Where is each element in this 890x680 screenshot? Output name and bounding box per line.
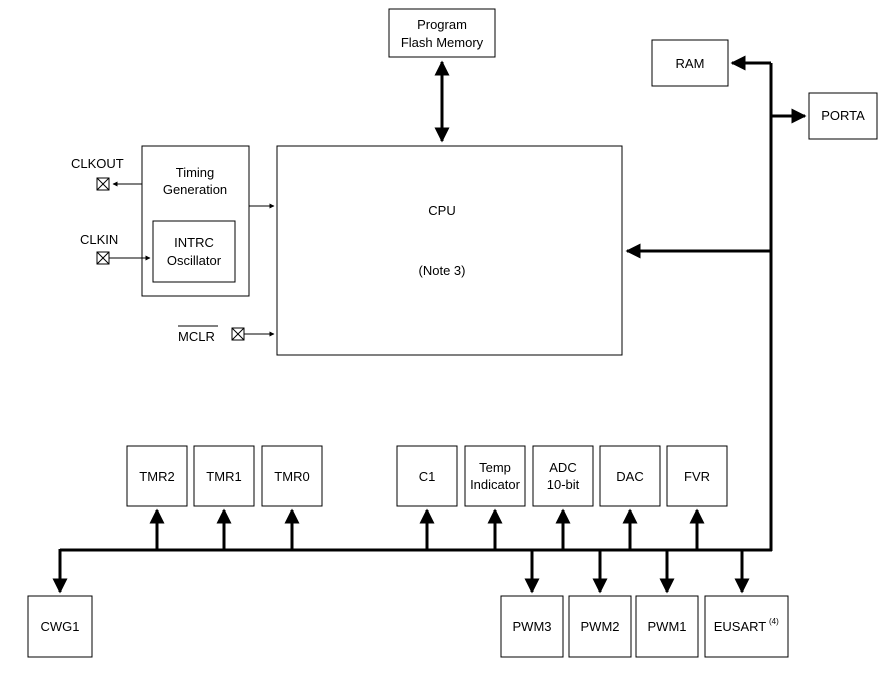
clkin-pin-icon [96, 251, 110, 265]
eusart-block: EUSART (4) [704, 595, 789, 658]
pwm2-label: PWM2 [581, 619, 620, 634]
intrc-label-2: Oscillator [167, 253, 222, 268]
pwm3-block: PWM3 [500, 595, 564, 658]
pwm2-block: PWM2 [568, 595, 632, 658]
tmr1-block: TMR1 [193, 445, 255, 507]
intrc-label-1: INTRC [174, 235, 214, 250]
clkin-pin-label: CLKIN [80, 232, 118, 247]
timing-label-2: Generation [163, 182, 227, 197]
temp-label-1: Temp [479, 460, 511, 475]
c1-label: C1 [419, 469, 436, 484]
pwm1-block: PWM1 [635, 595, 699, 658]
tmr0-label: TMR0 [274, 469, 309, 484]
timing-label-1: Timing [176, 165, 215, 180]
dac-label: DAC [616, 469, 643, 484]
temp-label-2: Indicator [470, 477, 521, 492]
pwm1-label: PWM1 [648, 619, 687, 634]
cpu-block: CPU (Note 3) [276, 145, 623, 356]
fvr-label: FVR [684, 469, 710, 484]
pwm3-label: PWM3 [513, 619, 552, 634]
cwg1-block: CWG1 [27, 595, 93, 658]
adc-label-2: 10-bit [547, 477, 580, 492]
fvr-block: FVR [666, 445, 728, 507]
tmr2-label: TMR2 [139, 469, 174, 484]
ram-block: RAM [651, 39, 729, 87]
cpu-label: CPU [428, 203, 455, 218]
eusart-label: EUSART [714, 619, 767, 634]
eusart-footnote: (4) [769, 617, 779, 626]
program-flash-label-2: Flash Memory [401, 35, 484, 50]
adc-label-1: ADC [549, 460, 576, 475]
ram-label: RAM [676, 56, 705, 71]
porta-block: PORTA [808, 92, 878, 140]
mclr-pin-label: MCLR [178, 329, 215, 344]
program-flash-memory-block: Program Flash Memory [388, 8, 496, 58]
mclr-pin-icon [231, 327, 245, 341]
tmr1-label: TMR1 [206, 469, 241, 484]
temp-indicator-block: Temp Indicator [464, 445, 526, 507]
cwg1-label: CWG1 [41, 619, 80, 634]
adc-block: ADC 10-bit [532, 445, 594, 507]
tmr0-block: TMR0 [261, 445, 323, 507]
intrc-oscillator-block: INTRC Oscillator [152, 220, 236, 283]
clkout-pin-label: CLKOUT [71, 156, 124, 171]
program-flash-label-1: Program [417, 17, 467, 32]
dac-block: DAC [599, 445, 661, 507]
clkout-pin-icon [96, 177, 110, 191]
tmr2-block: TMR2 [126, 445, 188, 507]
c1-block: C1 [396, 445, 458, 507]
porta-label: PORTA [821, 108, 865, 123]
cpu-note: (Note 3) [419, 263, 466, 278]
